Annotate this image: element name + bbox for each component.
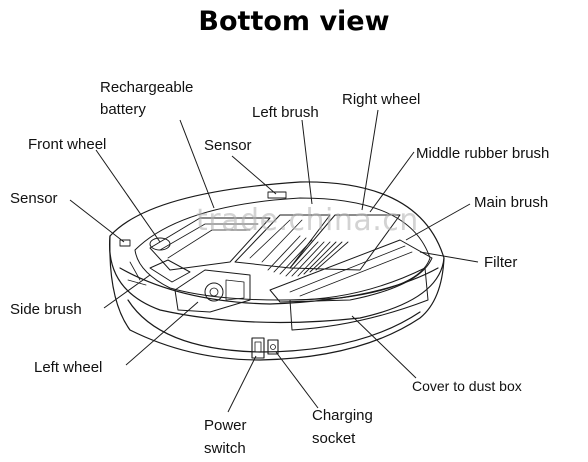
label-charging-socket-line2: socket — [312, 430, 356, 447]
label-right-wheel: Right wheel — [342, 91, 421, 108]
body-side-band — [109, 235, 445, 361]
left-wheel — [174, 269, 251, 313]
label-power-switch-line2: switch — [204, 440, 246, 457]
label-charging-socket-line1: Charging — [312, 407, 373, 424]
dust-box-cover — [289, 267, 429, 331]
battery-compartment — [149, 217, 271, 271]
side-brush — [149, 259, 191, 283]
body-rim — [119, 267, 439, 305]
body-bottom-edge — [127, 299, 421, 353]
label-sensor-top: Sensor — [204, 137, 252, 154]
leader-lines — [69, 109, 479, 413]
label-power-switch-line1: Power — [204, 417, 247, 434]
label-rechargeable-battery-line1: Rechargeable — [100, 79, 194, 96]
label-middle-rubber-brush: Middle rubber brush — [416, 145, 550, 162]
label-front-wheel: Front wheel — [28, 136, 107, 153]
sensor-front — [119, 239, 131, 247]
label-left-wheel: Left wheel — [34, 359, 103, 376]
label-sensor-left: Sensor — [10, 190, 58, 207]
body-top-outline — [108, 181, 445, 324]
label-side-brush: Side brush — [10, 301, 82, 318]
label-cover-to-dust-box: Cover to dust box — [412, 378, 522, 394]
label-left-brush: Left brush — [252, 104, 319, 121]
label-main-brush: Main brush — [474, 194, 549, 211]
watermark: trade.china.cn — [196, 203, 419, 238]
label-rechargeable-battery-line2: battery — [100, 101, 146, 118]
dust-box — [269, 239, 433, 303]
front-wheel — [149, 237, 171, 251]
right-brush-roller — [289, 214, 401, 271]
diagram-title: Bottom view — [198, 6, 390, 37]
charging-socket — [267, 339, 279, 355]
label-filter: Filter — [484, 254, 518, 271]
power-switch — [251, 337, 265, 359]
main-brush-bristles — [267, 235, 349, 277]
sensor-top — [267, 191, 287, 199]
